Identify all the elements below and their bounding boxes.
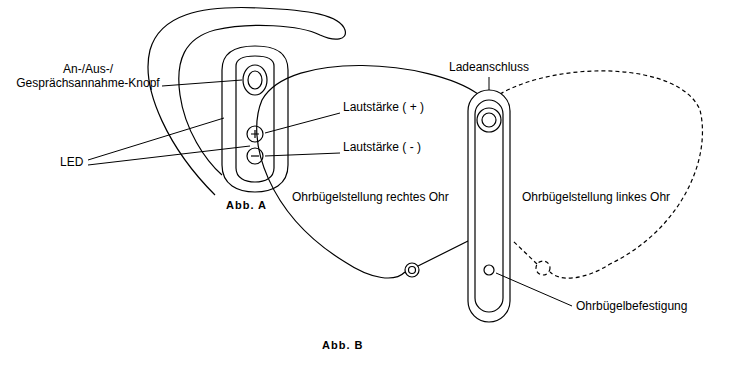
- button-b-inner: [482, 113, 496, 127]
- minus-symbol: [251, 155, 259, 156]
- part-label: Ladeanschluss: [449, 60, 529, 74]
- front-face-b: [475, 100, 503, 312]
- ear-hook-left: [500, 71, 702, 278]
- leader-line: [265, 113, 340, 133]
- headset-b: [257, 65, 703, 322]
- headset-a: [148, 7, 345, 195]
- leader-line: [88, 118, 224, 160]
- hook-spiral-dashed: [536, 261, 550, 275]
- hook-spiral: [405, 263, 419, 277]
- part-label: Ohrbügelstellung rechtes Ohr: [292, 190, 449, 204]
- part-label: An-/Aus-/ Gesprächsannahme-Knopf: [8, 62, 168, 90]
- part-label: Ohrbügelbefestigung: [576, 299, 687, 313]
- figure-caption: Abb. A: [226, 198, 267, 212]
- ear-hook: [148, 7, 345, 195]
- leader-line: [162, 80, 242, 86]
- headset-body: [222, 46, 288, 192]
- leader-line: [489, 77, 490, 90]
- part-label: Lautstärke ( + ): [343, 100, 424, 114]
- leader-line: [88, 146, 250, 165]
- part-label: Lautstärke ( - ): [343, 140, 421, 154]
- power-button: [243, 65, 267, 95]
- front-face: [236, 56, 274, 182]
- hook-arm: [418, 240, 470, 266]
- volume-up-button: [247, 126, 263, 142]
- leader-line: [496, 273, 572, 306]
- power-button-inner: [248, 71, 262, 89]
- leader-line: [265, 153, 340, 156]
- part-label: LED: [60, 155, 83, 169]
- ear-hook-left-outline: [500, 71, 702, 278]
- hook-arm-dashed: [512, 240, 537, 264]
- headset-body-b: [468, 90, 510, 322]
- part-label: Ohrbügelstellung linkes Ohr: [522, 190, 670, 204]
- button-b: [477, 108, 501, 132]
- hook-mount: [484, 265, 494, 275]
- plus-symbol: [251, 130, 259, 138]
- ear-hook-right: [257, 65, 478, 278]
- hook-spiral-inner: [409, 267, 416, 274]
- figure-caption: Abb. B: [322, 338, 363, 352]
- leader-lines-a: [88, 80, 340, 165]
